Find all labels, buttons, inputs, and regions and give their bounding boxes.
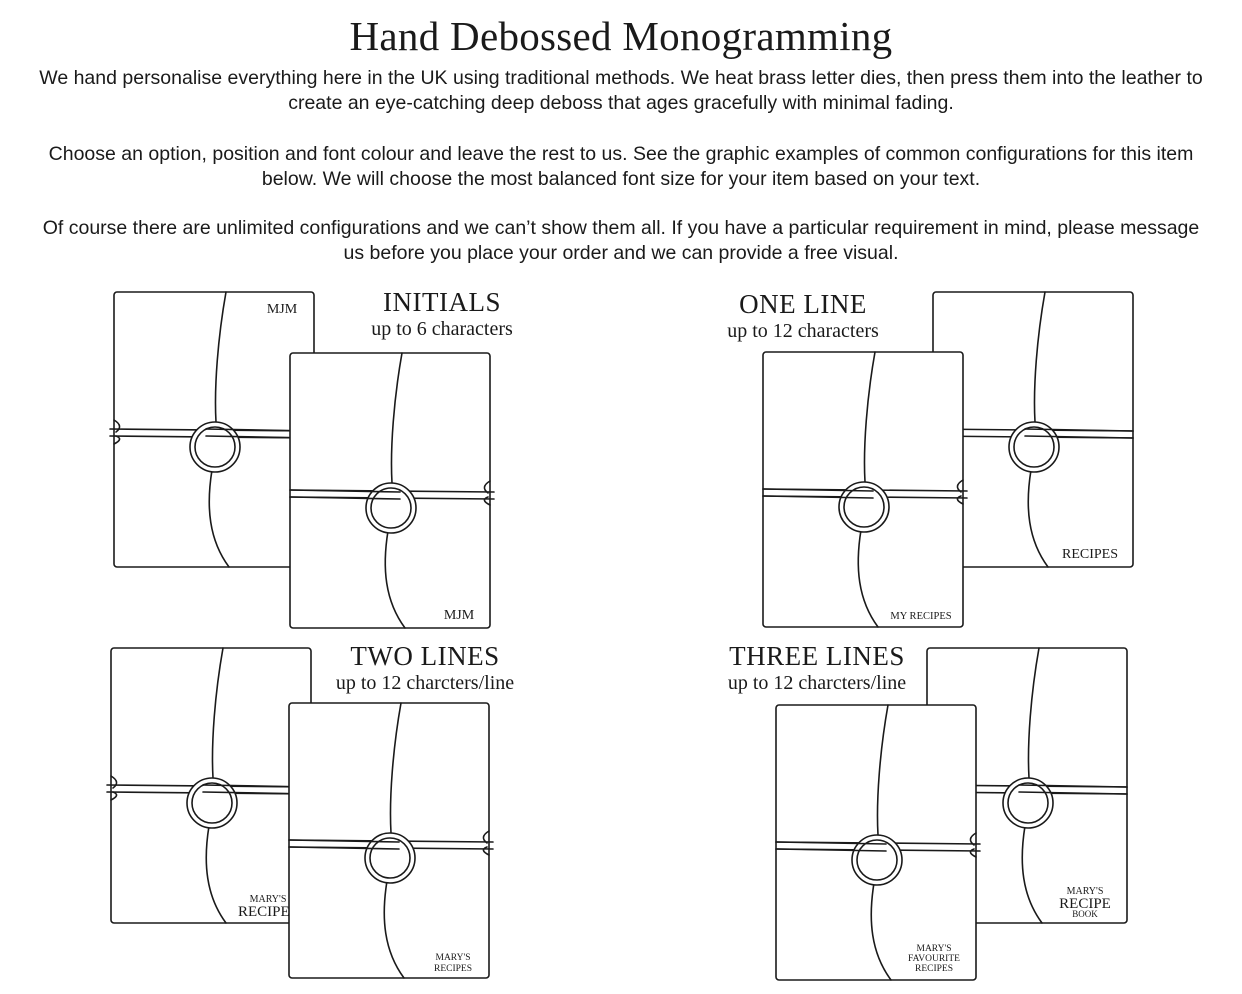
two-lines-heading: TWO LINES up to 12 charcters/line (275, 641, 575, 695)
three-lines-back-line3: BOOK (1072, 909, 1098, 919)
two-lines-back-line2: RECIPES (238, 904, 298, 920)
one-line-subtitle: up to 12 characters (727, 320, 879, 342)
custom-request-paragraph: Of course there are unlimited configurat… (42, 217, 1200, 264)
one-line-title: ONE LINE (739, 289, 867, 319)
two-lines-front-line1: MARY'S (436, 953, 471, 963)
two-lines-title: TWO LINES (350, 641, 500, 671)
three-lines-heading: THREE LINES up to 12 charcters/line (667, 641, 967, 695)
three-lines-front-journal (775, 704, 981, 981)
three-lines-title: THREE LINES (729, 641, 905, 671)
initials-front-journal (289, 352, 495, 629)
two-lines-back-line1: MARY'S (250, 894, 287, 905)
initials-subtitle: up to 6 characters (371, 318, 513, 340)
two-lines-front-journal (288, 702, 494, 979)
one-line-back-monogram: RECIPES (1062, 547, 1118, 562)
initials-front-monogram: MJM (444, 608, 475, 623)
instructions-paragraph: Choose an option, position and font colo… (48, 143, 1194, 190)
one-line-heading: ONE LINE up to 12 characters (653, 289, 953, 343)
three-lines-front-line3: RECIPES (915, 964, 953, 974)
three-lines-front-line1: MARY'S (917, 944, 952, 954)
two-lines-back-journal (106, 647, 312, 924)
two-lines-subtitle: up to 12 charcters/line (335, 672, 515, 694)
one-line-front-monogram: MY RECIPES (890, 611, 951, 622)
one-line-front-journal (762, 351, 968, 628)
three-lines-subtitle: up to 12 charcters/line (727, 672, 907, 694)
initials-back-journal (109, 291, 315, 568)
intro-paragraph: We hand personalise everything here in t… (39, 67, 1203, 114)
three-lines-front-line2: FAVOURITE (908, 954, 960, 964)
two-lines-front-line2: RECIPES (434, 964, 472, 974)
initials-heading: INITIALS up to 6 characters (292, 287, 592, 341)
three-lines-back-line2: RECIPE (1059, 896, 1111, 912)
initials-title: INITIALS (383, 287, 501, 317)
three-lines-back-line1: MARY'S (1067, 886, 1104, 897)
initials-back-monogram: MJM (267, 302, 298, 317)
page-title: Hand Debossed Monogramming (349, 13, 893, 59)
